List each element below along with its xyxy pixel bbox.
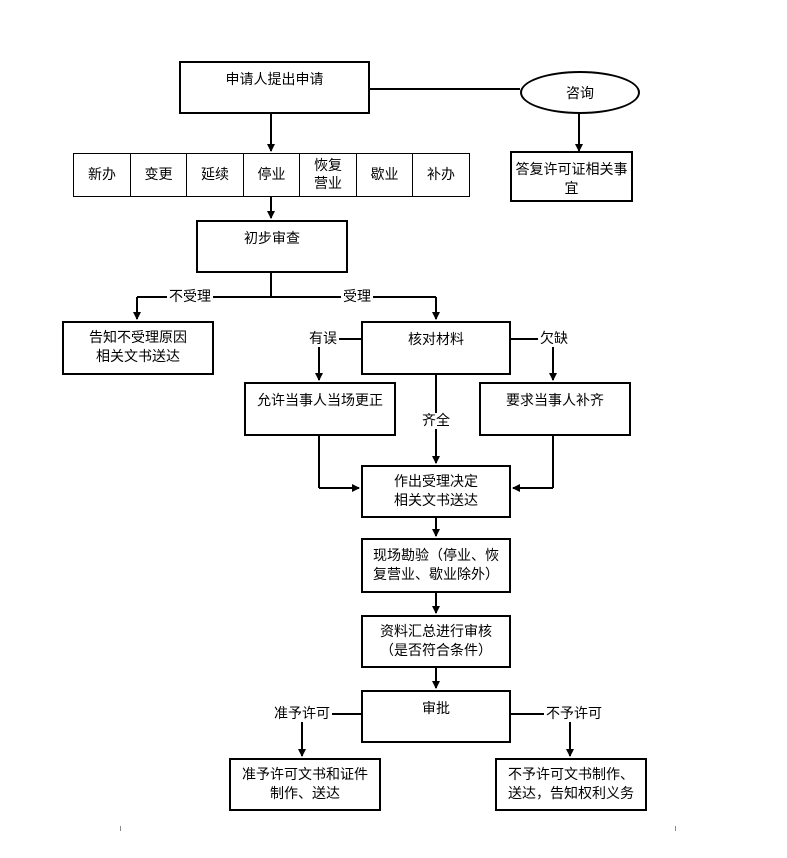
reply-node: 答复许可证相关事宜 — [510, 151, 633, 202]
category-reissue-label: 补办 — [427, 167, 455, 183]
supplement-node: 要求当事人补齐 — [479, 382, 631, 436]
grant-label: 准予许可 — [272, 706, 332, 722]
complete-label: 齐全 — [420, 413, 452, 429]
correct-node: 允许当事人当场更正 — [244, 382, 396, 436]
category-extend: 延续 — [186, 153, 244, 197]
inspection-node: 现场勘验（停业、恢 复营业、歇业除外） — [361, 538, 511, 593]
category-new-label: 新办 — [88, 167, 116, 183]
deny-label: 不予许可 — [544, 706, 604, 722]
category-extend-label: 延续 — [201, 167, 229, 183]
category-new: 新办 — [73, 153, 131, 197]
deny-docs-node: 不予许可文书制作、 送达，告知权利义务 — [495, 758, 647, 811]
error-label: 有误 — [307, 331, 339, 347]
deny-docs-label: 不予许可文书制作、 送达，告知权利义务 — [508, 766, 634, 802]
category-change: 变更 — [130, 153, 187, 197]
inspection-label: 现场勘验（停业、恢 复营业、歇业除外） — [373, 547, 499, 583]
apply-label: 申请人提出申请 — [225, 72, 324, 88]
verify-label: 核对材料 — [408, 332, 464, 348]
category-close-label: 歇业 — [370, 167, 399, 183]
not-accepted-label: 不受理 — [167, 289, 213, 305]
consult-label: 咨询 — [566, 85, 594, 102]
category-suspend-label: 停业 — [257, 167, 286, 183]
reject-notice-label: 告知不受理原因 相关文书送达 — [89, 330, 187, 365]
grant-docs-node: 准予许可文书和证件 制作、送达 — [229, 758, 381, 811]
category-resume-label: 恢复 营业 — [314, 158, 342, 192]
category-resume: 恢复 营业 — [299, 153, 357, 197]
page-mark-left — [120, 826, 121, 831]
missing-label: 欠缺 — [538, 331, 570, 347]
summary-label: 资料汇总进行审核 （是否符合条件） — [380, 623, 492, 659]
correct-label: 允许当事人当场更正 — [257, 393, 383, 409]
reply-label: 答复许可证相关事宜 — [515, 162, 628, 197]
reject-notice-node: 告知不受理原因 相关文书送达 — [62, 321, 214, 375]
decision-node: 作出受理决定 相关文书送达 — [361, 465, 511, 518]
apply-node: 申请人提出申请 — [179, 61, 370, 114]
initial-review-label: 初步审查 — [244, 231, 300, 247]
page-mark-right — [675, 826, 676, 831]
approve-node: 审批 — [361, 690, 511, 743]
grant-docs-label: 准予许可文书和证件 制作、送达 — [242, 766, 368, 802]
category-close: 歇业 — [356, 153, 413, 197]
verify-node: 核对材料 — [361, 321, 511, 375]
consult-node: 咨询 — [520, 71, 640, 114]
summary-node: 资料汇总进行审核 （是否符合条件） — [361, 615, 511, 668]
initial-review-node: 初步审查 — [196, 220, 348, 273]
accepted-label: 受理 — [341, 289, 373, 305]
approve-label: 审批 — [422, 701, 450, 717]
decision-label: 作出受理决定 相关文书送达 — [394, 473, 478, 509]
category-suspend: 停业 — [243, 153, 300, 197]
category-reissue: 补办 — [412, 153, 470, 197]
category-change-label: 变更 — [144, 167, 173, 183]
supplement-label: 要求当事人补齐 — [506, 393, 604, 409]
